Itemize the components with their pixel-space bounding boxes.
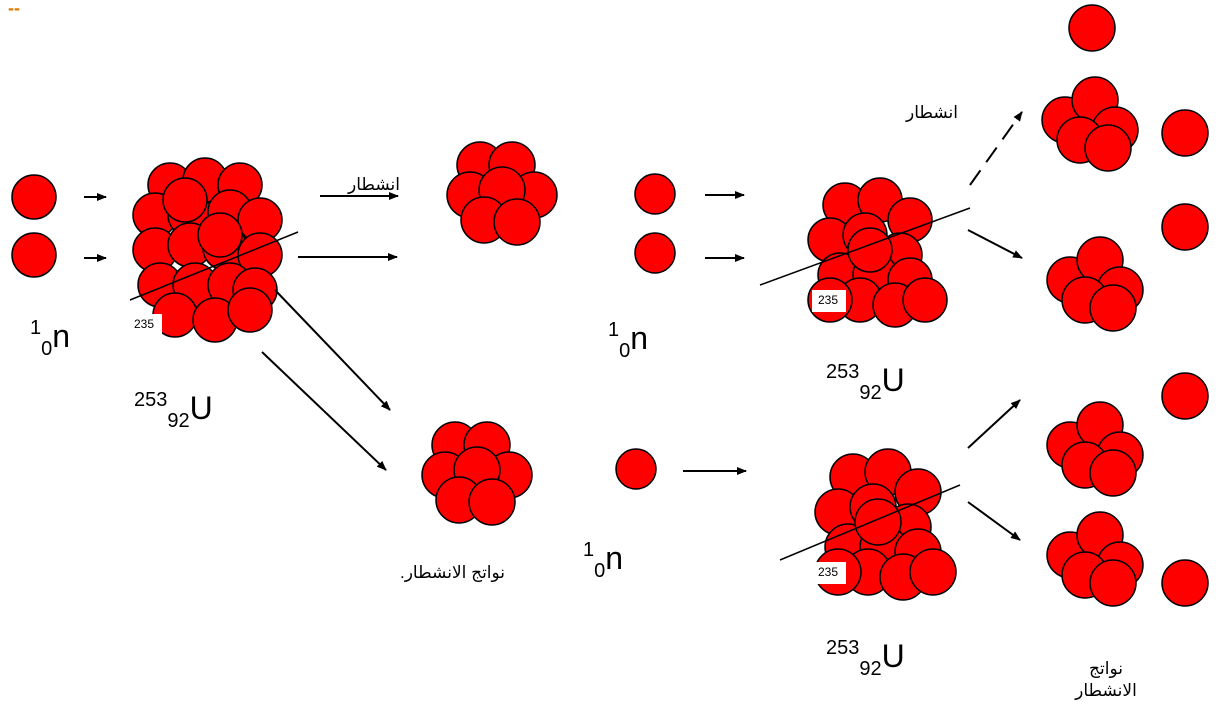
uranium-nucleus-3-nucleon [909,548,957,596]
fission-fragment-nucleon [1089,284,1137,332]
neutron [11,232,57,278]
isotope-tag-1: 235 [128,314,163,336]
neutron-path-line [129,231,299,301]
arrow [261,351,387,471]
neutron-symbol-1: 10n [30,317,71,360]
neutron [1161,372,1209,420]
neutron [615,448,657,490]
uranium-symbol-2: 25392U [826,361,905,404]
uranium-nucleus-3-nucleon [854,498,902,546]
neutron-path-line [779,484,961,561]
neutron [1068,4,1116,52]
uranium-symbol-3: 25392U [826,637,905,680]
neutron [1161,109,1209,157]
uranium-symbol-1: 25392U [134,389,213,432]
arrow [967,399,1021,449]
neutron-symbol-3: 10n [583,539,624,582]
neutron [11,174,57,220]
neutron [1161,203,1209,251]
neutron [634,173,676,215]
uranium-nucleus-2-nucleon [847,227,893,273]
fission-products-label-bottom: نواتج الانشطار [1075,659,1137,701]
neutron [1161,559,1209,607]
uranium-nucleus-1-nucleon [227,287,273,333]
neutron-path-line [759,207,971,286]
fission-fragment-nucleon [1089,559,1137,607]
fission-label-top: انشطار [906,103,958,122]
neutron [634,232,676,274]
isotope-tag-3: 235 [812,562,847,584]
arrow [274,289,391,411]
arrow [967,229,1023,259]
fission-label: انشطار [348,175,400,194]
arrow [969,111,1023,186]
arrow [967,501,1021,541]
fission-fragment-nucleon [468,478,516,526]
uranium-nucleus-1-nucleon [197,212,243,258]
fission-fragment-nucleon [493,198,541,246]
uranium-nucleus-2-nucleon [902,277,948,323]
fission-products-label: نواتج الانشطار. [400,563,506,582]
fission-fragment-nucleon [1089,449,1137,497]
neutron-symbol-2: 10n [608,319,649,362]
corner-mark: -- [8,0,20,18]
fission-fragment-nucleon [1084,124,1132,172]
isotope-tag-2: 235 [812,290,847,312]
uranium-nucleus-1-nucleon [162,177,208,223]
